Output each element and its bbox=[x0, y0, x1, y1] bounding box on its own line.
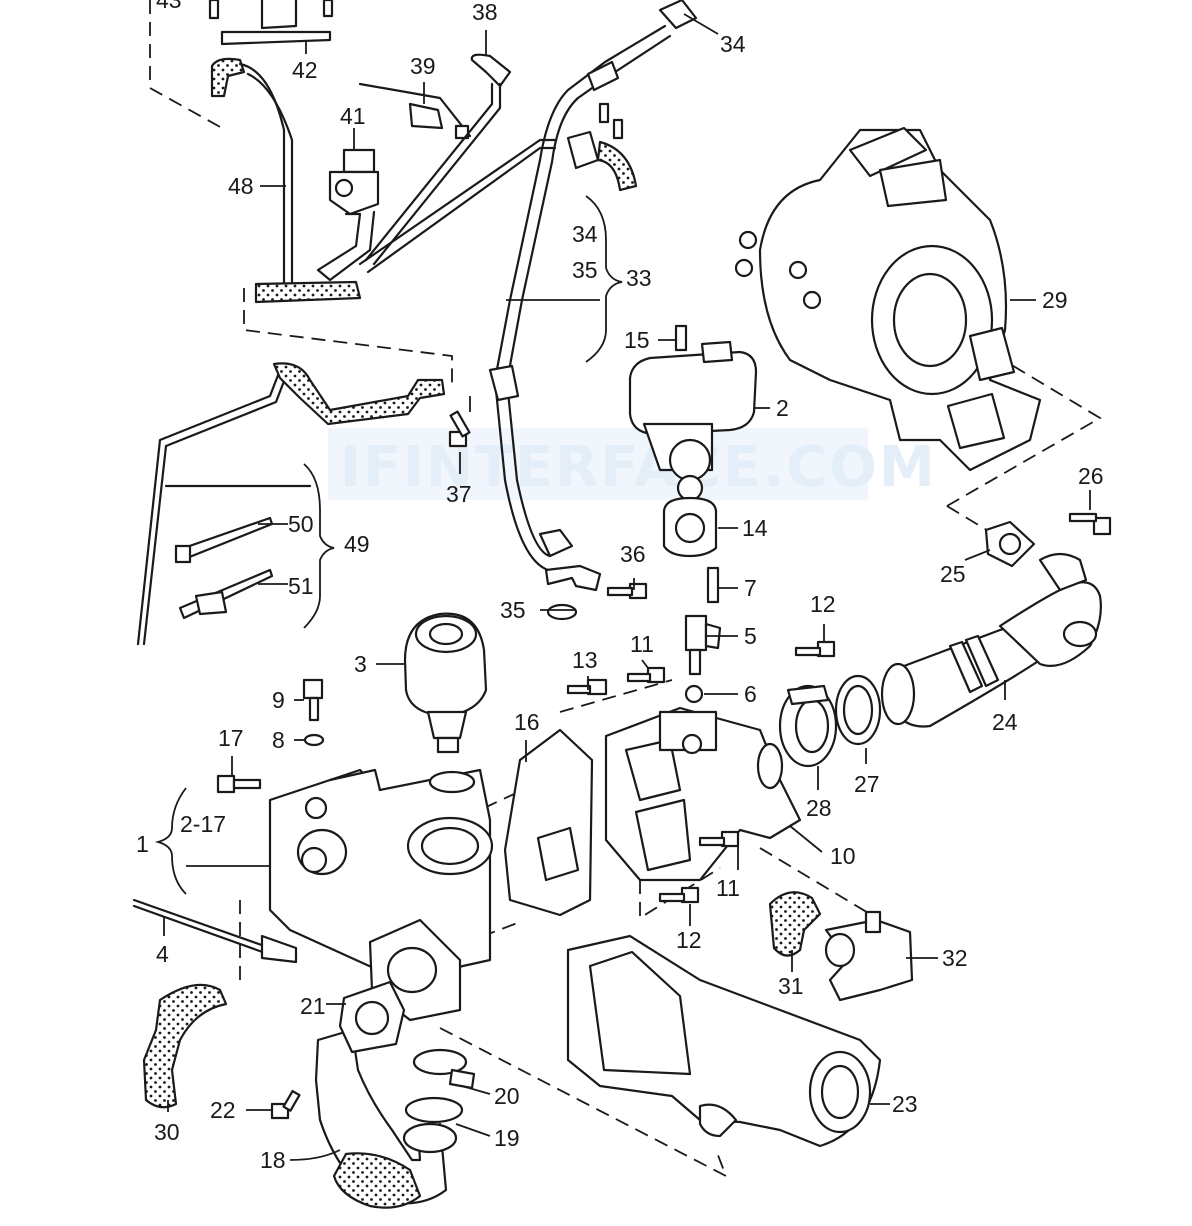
callout-10: 10 bbox=[830, 843, 856, 869]
hose-38 bbox=[358, 53, 557, 274]
callout-4: 4 bbox=[156, 941, 169, 967]
cable-tie-50 bbox=[174, 516, 274, 564]
callout-2-17: 2-17 bbox=[180, 811, 226, 837]
callout-43: 43 bbox=[156, 0, 182, 13]
egr-cooler-1 bbox=[268, 768, 494, 1022]
callout-22: 22 bbox=[210, 1097, 236, 1123]
callout-32: 32 bbox=[942, 945, 968, 971]
turbocharger-29 bbox=[734, 126, 1042, 472]
sensor-5 bbox=[684, 566, 722, 704]
callout-15: 15 bbox=[624, 327, 650, 353]
callout-26: 26 bbox=[1078, 463, 1104, 489]
callout-12-b: 12 bbox=[676, 927, 702, 953]
callout-2: 2 bbox=[776, 395, 789, 421]
egr-cover-2 bbox=[628, 324, 758, 502]
callout-20: 20 bbox=[494, 1083, 520, 1109]
callout-25: 25 bbox=[940, 561, 966, 587]
callout-31: 31 bbox=[778, 973, 804, 999]
hose-34-35 bbox=[566, 102, 638, 192]
callout-50: 50 bbox=[288, 511, 314, 537]
callout-16: 16 bbox=[514, 709, 540, 735]
actuator-3 bbox=[403, 612, 488, 794]
callout-12-a: 12 bbox=[810, 591, 836, 617]
callout-21: 21 bbox=[300, 993, 326, 1019]
clamp-28 bbox=[778, 684, 838, 768]
connector-32 bbox=[824, 910, 914, 1002]
gasket-25 bbox=[984, 520, 1036, 568]
callout-23: 23 bbox=[892, 1091, 918, 1117]
callout-36: 36 bbox=[620, 541, 646, 567]
fasteners bbox=[216, 410, 1112, 1120]
bracket-42 bbox=[208, 0, 334, 46]
callout-37: 37 bbox=[446, 481, 472, 507]
intake-manifold-23 bbox=[566, 934, 882, 1148]
callout-35-a: 35 bbox=[572, 257, 598, 283]
callout-1: 1 bbox=[136, 831, 149, 857]
pipe-33 bbox=[488, 0, 698, 572]
callout-34-b: 34 bbox=[572, 221, 598, 247]
callout-6: 6 bbox=[744, 681, 757, 707]
callout-29: 29 bbox=[1042, 287, 1068, 313]
callout-13: 13 bbox=[572, 647, 598, 673]
hose-48 bbox=[210, 57, 362, 304]
gasket-21 bbox=[338, 980, 406, 1054]
hose-31 bbox=[768, 891, 822, 957]
callout-27: 27 bbox=[854, 771, 880, 797]
callout-9: 9 bbox=[272, 687, 285, 713]
callout-17: 17 bbox=[218, 725, 244, 751]
hose-line-49 bbox=[136, 362, 446, 646]
temperature-sender-4 bbox=[132, 898, 298, 964]
hose-30 bbox=[142, 983, 228, 1109]
callout-3: 3 bbox=[354, 651, 367, 677]
braces bbox=[154, 195, 623, 895]
callout-49: 49 bbox=[344, 531, 370, 557]
callout-48: 48 bbox=[228, 173, 254, 199]
ring-27 bbox=[834, 674, 882, 746]
clamp-14 bbox=[662, 496, 718, 558]
callout-28: 28 bbox=[806, 795, 832, 821]
callout-51: 51 bbox=[288, 573, 314, 599]
cable-tie-51 bbox=[178, 568, 274, 620]
egr-housing-10 bbox=[604, 706, 802, 882]
callout-30: 30 bbox=[154, 1119, 180, 1145]
callout-7: 7 bbox=[744, 575, 757, 601]
watermark-text: IFINTERFACE.COM bbox=[340, 435, 937, 500]
seal-19 bbox=[402, 1096, 464, 1154]
callout-38: 38 bbox=[472, 0, 498, 25]
bracket-16 bbox=[503, 728, 594, 917]
valve-41 bbox=[316, 148, 380, 282]
callout-11-a: 11 bbox=[630, 631, 654, 657]
callout-11-b: 11 bbox=[716, 875, 740, 901]
bracket-39 bbox=[358, 82, 472, 140]
callout-5: 5 bbox=[744, 623, 757, 649]
callout-35-b: 35 bbox=[500, 597, 526, 623]
callout-33: 33 bbox=[626, 265, 652, 291]
callout-42: 42 bbox=[292, 57, 318, 83]
callout-19: 19 bbox=[494, 1125, 520, 1151]
callout-34-a: 34 bbox=[720, 31, 746, 57]
callout-8: 8 bbox=[272, 727, 285, 753]
callout-39: 39 bbox=[410, 53, 436, 79]
pipe-18 bbox=[314, 1028, 448, 1209]
pipe-24 bbox=[880, 552, 1102, 728]
callout-14: 14 bbox=[742, 515, 768, 541]
callout-41: 41 bbox=[340, 103, 366, 129]
callout-18: 18 bbox=[260, 1147, 286, 1173]
leader-lines bbox=[163, 13, 1091, 1161]
clamp-20 bbox=[412, 1048, 476, 1090]
callout-labels: 1 2-17 2 3 4 5 6 7 8 9 10 11 11 12 12 13… bbox=[136, 0, 1104, 1173]
watermark-box bbox=[328, 428, 868, 500]
callout-24: 24 bbox=[992, 709, 1018, 735]
